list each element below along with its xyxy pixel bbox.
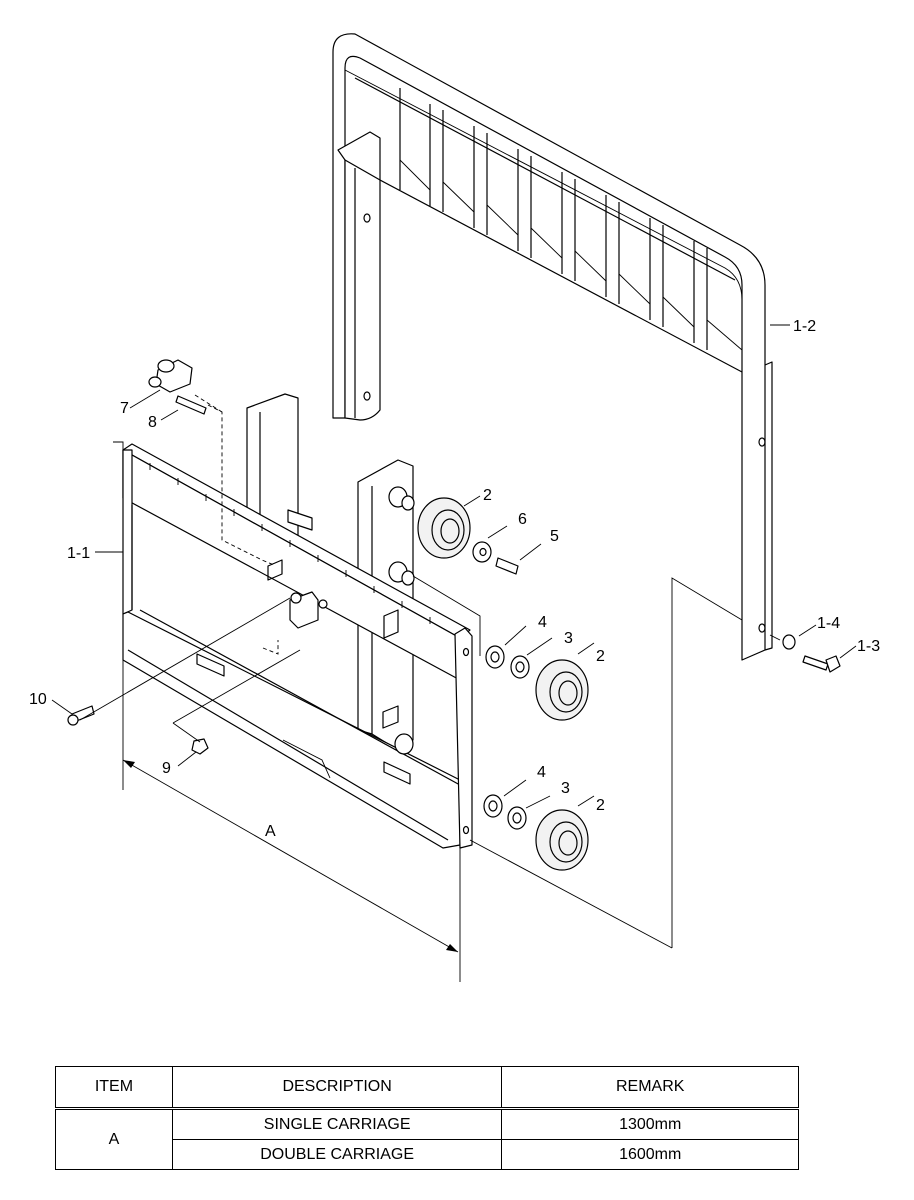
label-1-4: 1-4 — [817, 615, 840, 632]
cell-description: SINGLE CARRIAGE — [171, 1108, 503, 1140]
table-row: DOUBLE CARRIAGE 1600mm — [56, 1139, 799, 1170]
label-9: 9 — [162, 760, 171, 777]
header-item: ITEM — [55, 1066, 173, 1110]
leader-lines — [51, 324, 857, 982]
dimension-a-label: A — [265, 823, 276, 840]
carriage — [122, 393, 473, 849]
label-2-low: 2 — [596, 797, 605, 814]
header-remark: REMARK — [501, 1066, 799, 1110]
label-1-3: 1-3 — [857, 638, 880, 655]
spec-table: ITEM DESCRIPTION REMARK A SINGLE CARRIAG… — [55, 1066, 799, 1170]
table-header-row: ITEM DESCRIPTION REMARK — [55, 1066, 799, 1110]
load-backrest — [332, 33, 773, 661]
label-3-low: 3 — [561, 780, 570, 797]
label-4-low: 4 — [537, 764, 546, 781]
label-4-mid: 4 — [538, 614, 547, 631]
rollers — [388, 486, 589, 871]
cell-remark: 1600mm — [501, 1139, 799, 1170]
header-description: DESCRIPTION — [171, 1066, 503, 1110]
exploded-parts-diagram: 1-2 1-1 1-4 1-3 7 8 10 9 2 6 5 4 3 2 4 3… — [29, 33, 880, 982]
cell-remark: 1300mm — [501, 1108, 799, 1140]
label-2-top: 2 — [483, 487, 492, 504]
label-10: 10 — [29, 691, 47, 708]
cell-item: A — [55, 1108, 173, 1170]
cell-description: DOUBLE CARRIAGE — [171, 1139, 503, 1170]
label-1-1: 1-1 — [67, 545, 90, 562]
label-1-2: 1-2 — [793, 318, 816, 335]
label-6: 6 — [518, 511, 527, 528]
label-3-mid: 3 — [564, 630, 573, 647]
label-5: 5 — [550, 528, 559, 545]
hardware — [67, 359, 841, 755]
label-8: 8 — [148, 414, 157, 431]
label-2-mid: 2 — [596, 648, 605, 665]
label-7: 7 — [120, 400, 129, 417]
table-row: A SINGLE CARRIAGE 1300mm — [55, 1108, 799, 1170]
